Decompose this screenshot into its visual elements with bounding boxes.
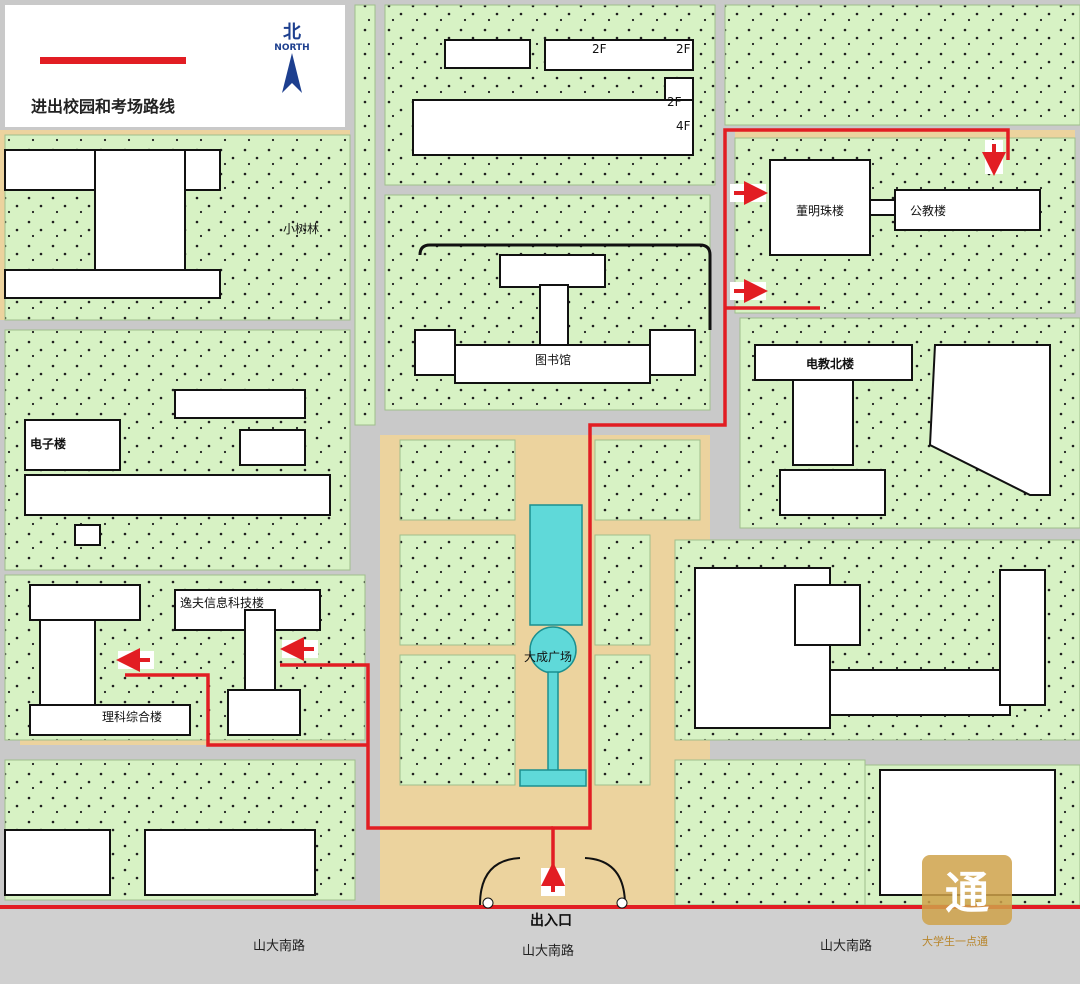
xiaoshulin-label: 小树林: [283, 221, 319, 236]
dacheng-label: 大成广场: [524, 650, 572, 664]
buildings: [4, 39, 1056, 896]
diaojiao-north-label: 电教北楼: [806, 356, 854, 371]
entrance: 出入口: [479, 857, 628, 929]
library-label: 图书馆: [535, 352, 571, 367]
map-legend: 进出校园和考场路线 北 NORTH: [5, 5, 345, 127]
route-arrows: [116, 140, 1006, 896]
road-label: 山大南路: [253, 938, 305, 954]
compass-arrow-icon: [282, 53, 302, 93]
yifu-label: 逸夫信息科技楼: [180, 595, 264, 610]
floor-label-2f: 2F: [667, 95, 682, 109]
watermark: 通 大学生一点通: [922, 855, 1012, 948]
fountain: [519, 504, 587, 787]
building-labels: 2F 2F 2F 4F 图书馆 董明珠楼 公教楼 电教北楼 逸夫信息科技楼 理科…: [30, 42, 946, 724]
watermark-glyph: 通: [945, 868, 989, 919]
gongjiao-label: 公教楼: [910, 203, 946, 218]
floor-label-4f: 4F: [676, 119, 691, 133]
floor-label-2f: 2F: [592, 42, 607, 56]
road-label: 山大南路: [522, 943, 574, 959]
entrance-label: 出入口: [530, 912, 572, 929]
watermark-text: 大学生一点通: [922, 934, 988, 948]
route-legend-line: [40, 57, 186, 64]
dongming-label: 董明珠楼: [796, 203, 844, 218]
route-legend-label: 进出校园和考场路线: [31, 97, 176, 116]
road-label: 山大南路: [820, 938, 872, 954]
like-label: 理科综合楼: [102, 709, 162, 724]
north-en-label: NORTH: [274, 43, 310, 53]
partial-building-label: 电子楼: [30, 436, 66, 451]
exam-route: [125, 128, 1010, 890]
north-cn-label: 北: [283, 22, 301, 43]
floor-label-2f: 2F: [676, 42, 691, 56]
north-indicator: 北 NORTH: [267, 23, 317, 101]
